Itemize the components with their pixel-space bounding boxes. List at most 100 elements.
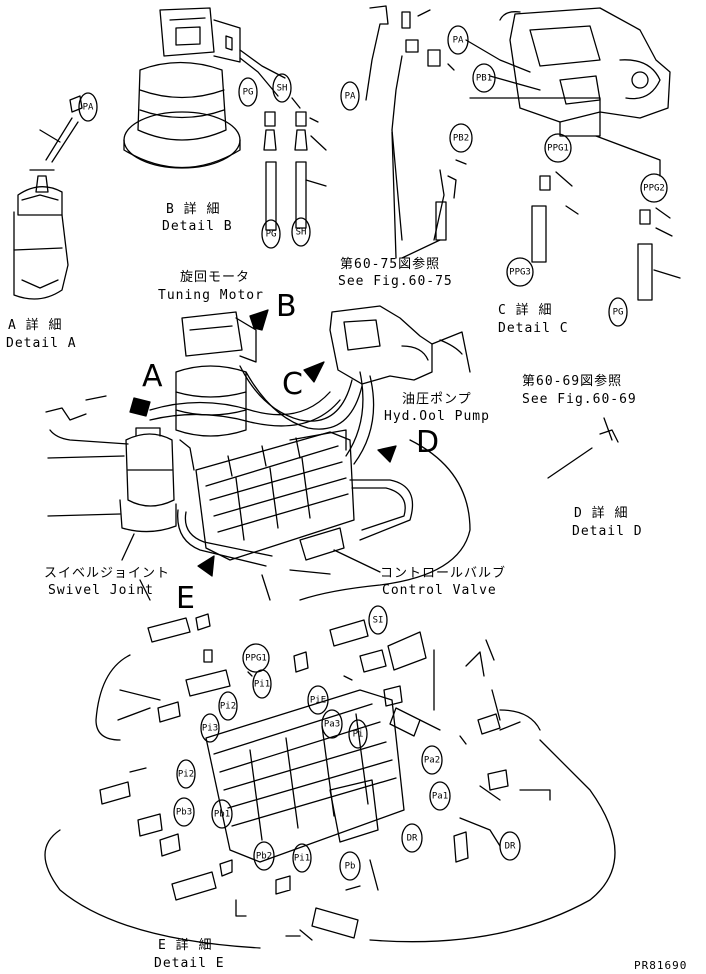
callout-ppg1-e: PPG1 — [242, 643, 270, 673]
pump-label-jp: 油圧ポンプ — [402, 392, 472, 407]
callout-pi-e: Pi — [348, 719, 368, 749]
tuning-motor-label-jp: 旋回モータ — [180, 270, 251, 285]
svg-text:SI: SI — [373, 616, 384, 626]
section-letter-e: E — [176, 581, 195, 616]
svg-text:Pi1: Pi1 — [254, 680, 270, 690]
detail-a-label-jp: A 詳 細 — [8, 318, 63, 333]
svg-text:Pi1: Pi1 — [294, 854, 310, 864]
section-letter-c: C — [282, 367, 303, 402]
svg-text:Pi: Pi — [353, 730, 364, 740]
detail-e-label-en: Detail E — [154, 956, 225, 971]
callout-pa2-e: Pa2 — [421, 745, 443, 775]
see-6075-leaders — [391, 131, 441, 259]
svg-text:Pa1: Pa1 — [432, 792, 448, 802]
callout-pb1-e: Pb1 — [211, 799, 233, 829]
callout-pb-e: Pb — [339, 851, 361, 881]
detail-e-valve — [205, 689, 405, 863]
detail-a-swivel-joint — [13, 95, 83, 300]
svg-text:PA: PA — [83, 103, 94, 113]
detail-e-label-jp: E 詳 細 — [158, 938, 213, 953]
svg-text:Pi2: Pi2 — [178, 770, 194, 780]
swivel-joint-label-en: Swivel Joint — [48, 583, 154, 598]
callout-pa3-e: Pa3 — [321, 709, 343, 739]
svg-text:DR: DR — [407, 834, 418, 844]
svg-text:Pb3: Pb3 — [176, 808, 192, 818]
main-swivel-joint — [119, 427, 177, 533]
callout-pg-b2: PG — [261, 219, 281, 249]
see-6075-jp: 第60-75図参照 — [340, 257, 441, 272]
svg-text:SH: SH — [277, 84, 288, 94]
callout-pb2-c: PB2 — [449, 123, 473, 153]
detail-b-label-jp: B 詳 細 — [166, 202, 221, 217]
callout-ppg1-c: PPG1 — [544, 133, 572, 163]
label-leaders — [121, 417, 619, 573]
callout-pb3-e: Pb3 — [173, 797, 195, 827]
section-letter-b: B — [276, 289, 297, 324]
svg-text:DR: DR — [505, 842, 516, 852]
detail-c-label-jp: C 詳 細 — [498, 303, 553, 318]
section-arrows — [129, 309, 397, 577]
callout-pa-a: PA — [78, 92, 98, 122]
callout-pa-c2: PA — [447, 25, 469, 55]
detail-a-label-en: Detail A — [6, 336, 77, 351]
detail-c-label-en: Detail C — [498, 321, 569, 336]
svg-text:PG: PG — [613, 308, 624, 318]
svg-text:PA: PA — [345, 92, 356, 102]
main-frame-lines — [45, 339, 471, 601]
see-6075-en: See Fig.60-75 — [338, 274, 453, 289]
main-pump — [329, 305, 471, 385]
callout-pi1-e: Pi1 — [252, 669, 272, 699]
svg-text:Pa3: Pa3 — [324, 720, 340, 730]
svg-text:SH: SH — [296, 228, 307, 238]
svg-text:PPG1: PPG1 — [245, 654, 267, 664]
callout-pg-b1: PG — [238, 77, 258, 107]
detail-b-swing-motor — [123, 7, 286, 169]
callout-sh-b2: SH — [291, 217, 311, 247]
svg-text:PB1: PB1 — [476, 74, 492, 84]
callout-pg-c: PG — [608, 297, 628, 327]
main-control-valve — [195, 431, 355, 561]
callout-pb1-c: PB1 — [472, 63, 496, 93]
section-letter-a: A — [142, 359, 163, 394]
detail-b-label-en: Detail B — [162, 219, 233, 234]
svg-text:PG: PG — [243, 88, 254, 98]
svg-text:Pb1: Pb1 — [214, 810, 230, 820]
detail-d-label-jp: D 詳 細 — [574, 506, 629, 521]
svg-text:PPG1: PPG1 — [547, 144, 569, 154]
callout-pb2-e: Pb2 — [253, 841, 275, 871]
svg-text:PiE: PiE — [310, 696, 326, 706]
callout-dr-e1: DR — [401, 823, 423, 853]
callout-pi3-e: Pi3 — [200, 713, 220, 743]
see-6069-en: See Fig.60-69 — [522, 392, 637, 407]
detail-c-hoses — [365, 5, 681, 301]
callout-pi2-e: Pi2 — [218, 691, 238, 721]
detail-d-label-en: Detail D — [572, 524, 643, 539]
pump-label-en: Hyd.Ool Pump — [384, 409, 490, 424]
main-hoses — [149, 365, 414, 567]
svg-text:Pb: Pb — [345, 862, 356, 872]
svg-text:Pb2: Pb2 — [256, 852, 272, 862]
see-6069-jp: 第60-69図参照 — [522, 374, 623, 389]
svg-text:PPG3: PPG3 — [509, 268, 531, 278]
callout-pi1-e2: Pi1 — [292, 843, 312, 873]
callout-si-e: SI — [368, 605, 388, 635]
svg-text:PG: PG — [266, 230, 277, 240]
detail-b-fittings — [263, 97, 327, 231]
svg-text:Pa2: Pa2 — [424, 756, 440, 766]
section-letter-d: D — [416, 425, 440, 460]
callout-pb-upper-e: Pi2 — [176, 759, 196, 789]
callout-ppg2-c: PPG2 — [640, 173, 668, 203]
svg-text:Pi3: Pi3 — [202, 724, 218, 734]
callout-pa-c1: PA — [340, 81, 360, 111]
control-valve-label-en: Control Valve — [382, 583, 497, 598]
detail-e-loop-lines — [44, 639, 616, 949]
svg-text:PA: PA — [453, 36, 464, 46]
callout-ppg3-c: PPG3 — [506, 257, 534, 287]
tuning-motor-label-en: Tuning Motor — [158, 288, 264, 303]
detail-e-fittings — [99, 613, 541, 939]
callout-dr-e2: DR — [499, 831, 521, 861]
detail-c-pump — [499, 7, 671, 137]
callout-pie-e: PiE — [307, 685, 329, 715]
